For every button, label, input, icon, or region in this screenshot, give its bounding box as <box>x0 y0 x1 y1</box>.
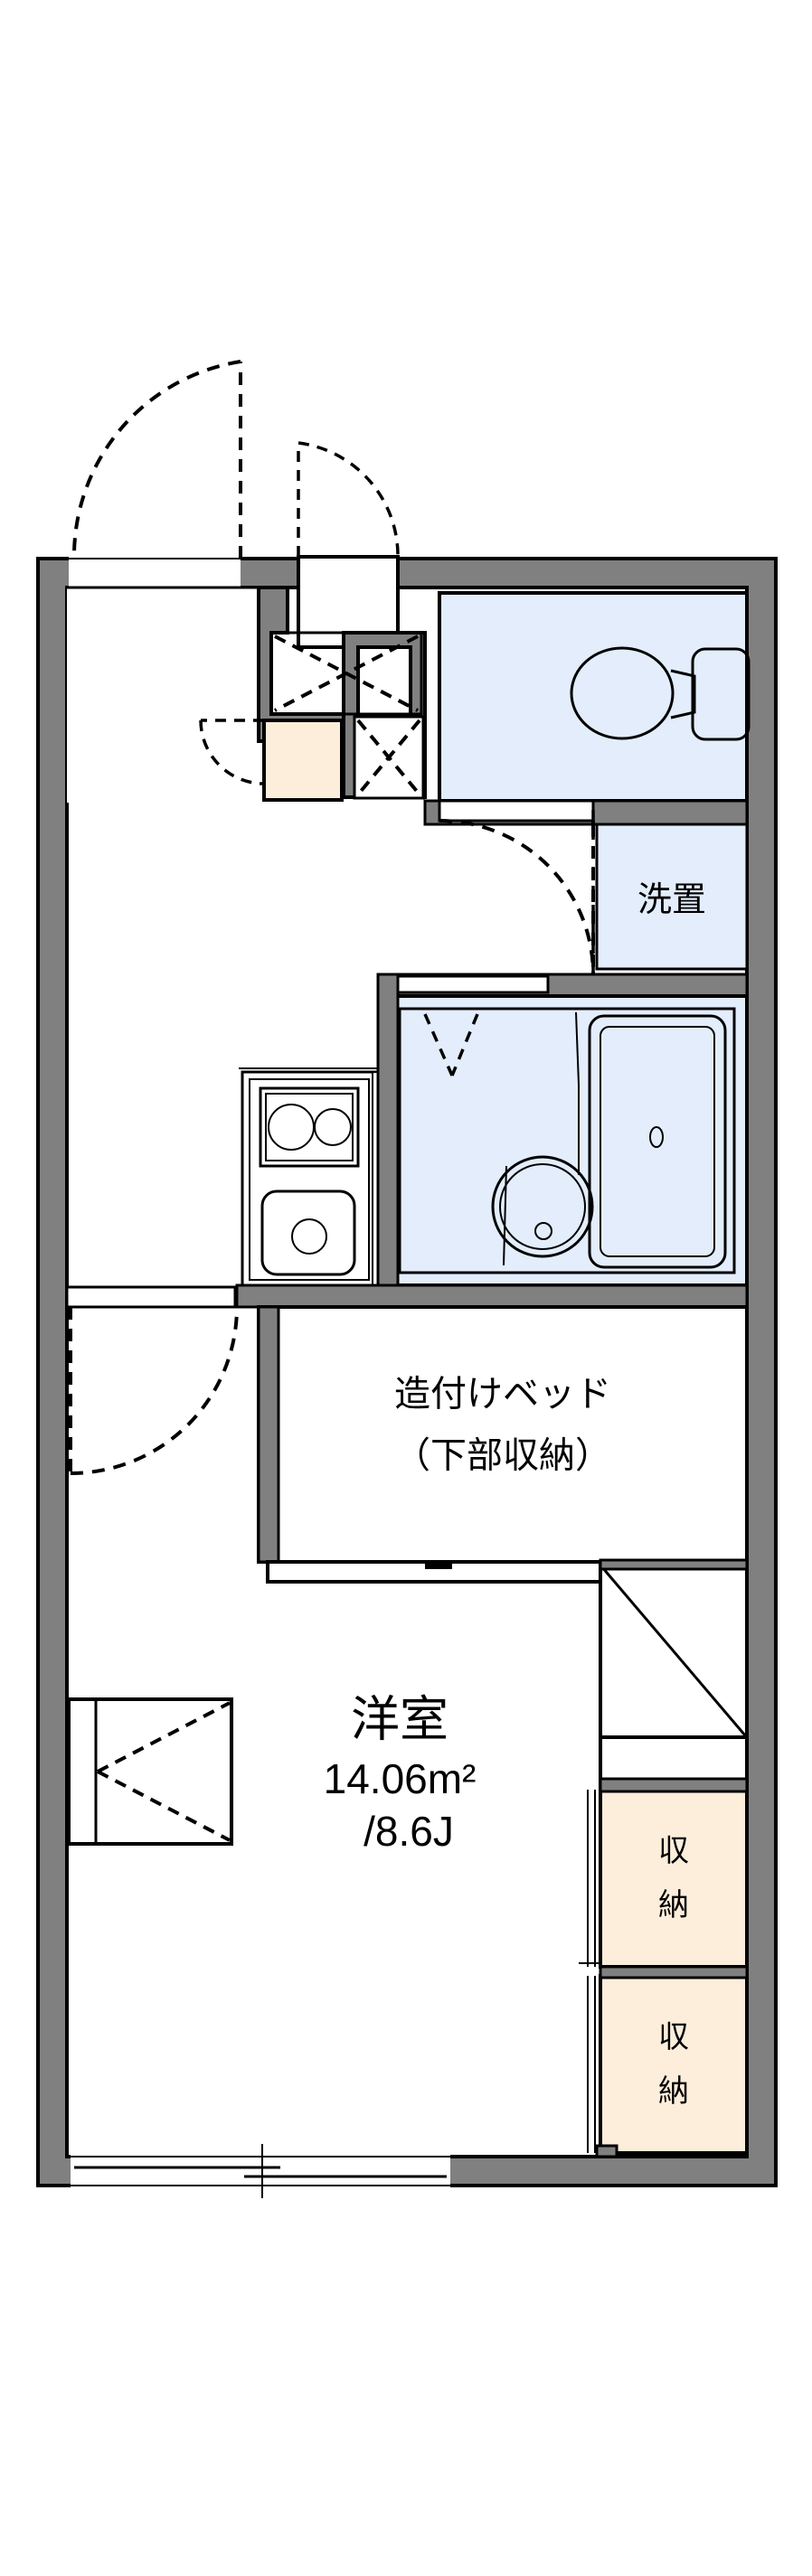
closet-lower-label-1: 収 <box>658 2020 689 2054</box>
stove-inner-icon <box>265 1093 354 1161</box>
entrance-door[interactable] <box>69 360 242 590</box>
toilet-door-opening <box>438 799 595 823</box>
unit-bath <box>385 994 749 1287</box>
genkan-hall <box>67 586 259 803</box>
toilet-tank-icon <box>691 647 751 741</box>
laundry-space: 洗置 <box>591 810 749 974</box>
bathtub-icon <box>588 1014 727 1269</box>
top-window-arc <box>297 441 400 558</box>
corridor-x-2b <box>356 719 421 796</box>
closet-lower-head <box>599 1965 749 1979</box>
left-window <box>67 1697 233 1846</box>
closet-upper[interactable]: 収 納 <box>579 1777 749 1969</box>
toilet-door-arc <box>439 819 595 975</box>
washbasin-icon <box>491 1155 594 1258</box>
bathtub-drain-icon <box>649 1126 664 1148</box>
stove-icon <box>259 1086 360 1168</box>
bath-inner-floor <box>398 1007 736 1274</box>
left-window-frame <box>67 1697 233 1846</box>
corridor-x-1b <box>274 635 419 712</box>
shoe-box-door[interactable] <box>199 719 265 785</box>
hall-floor <box>67 588 259 803</box>
bottom-window-opening <box>71 2153 450 2187</box>
toilet-floor <box>438 591 749 803</box>
toilet-room <box>438 591 751 803</box>
closet-upper-box <box>599 1788 749 1969</box>
bed-rail-marker <box>425 1560 452 1569</box>
bed-label-line2: （下部収納） <box>394 1436 611 1476</box>
exterior-wall-band <box>36 557 778 2187</box>
vanity-counter-edge <box>575 1011 580 1175</box>
bath-west-wall <box>376 973 400 1289</box>
niche-diagonal <box>600 1566 747 1736</box>
bath-south-wall <box>235 1283 749 1309</box>
main-room: 洋室 14.06m² /8.6J <box>324 1692 477 1855</box>
washbasin-inner-icon <box>499 1163 586 1250</box>
bath-bottom-wall <box>235 1283 749 1309</box>
corridor-upper-compartment <box>269 631 423 716</box>
vanity-side-edge <box>503 1165 507 1266</box>
left-window-fold-a <box>97 1701 231 1773</box>
bed-west-wall <box>257 1305 280 1564</box>
closet-upper-label-1: 収 <box>658 1834 689 1868</box>
laundry-label: 洗置 <box>637 881 706 919</box>
toilet-bowl-icon <box>570 646 675 740</box>
sink-drain-icon <box>291 1218 327 1255</box>
niche-top-wall <box>599 1558 749 1571</box>
built-in-bed: 造付けベッド （下部収納） <box>257 1305 749 1584</box>
entrance-door-arc <box>71 360 241 559</box>
main-room-area-tatami: /8.6J <box>364 1808 454 1855</box>
toilet-door[interactable] <box>439 819 595 975</box>
exterior-walls <box>36 557 778 2187</box>
bed-label-line1: 造付けベッド <box>394 1375 611 1415</box>
corridor-storage-marks <box>269 631 425 800</box>
bottom-window <box>71 2144 450 2198</box>
bath-left-wall <box>376 973 400 1289</box>
bath-door-opening <box>396 974 550 994</box>
left-window-fold-b <box>97 1770 231 1842</box>
kitchen-unit <box>239 1067 382 1289</box>
closet-upper-label-2: 納 <box>658 1888 689 1923</box>
closet-upper-head <box>599 1777 749 1793</box>
main-room-name: 洋室 <box>351 1692 448 1746</box>
kitchen-sink-icon <box>260 1189 356 1276</box>
room-door-arc <box>70 1306 239 1475</box>
genkan-step-box <box>262 719 344 802</box>
kitchen-counter-inner <box>249 1078 370 1281</box>
bath-top-wall <box>376 973 749 998</box>
washbasin-drain-icon <box>534 1222 552 1240</box>
genkan-step <box>262 719 344 802</box>
entrance-door-opening <box>69 557 241 589</box>
bathtub-inner-icon <box>600 1026 715 1257</box>
toilet-neck-icon <box>670 669 696 719</box>
stove-burner-small-icon <box>314 1108 352 1146</box>
closet-lower-box <box>599 1974 749 2155</box>
toilet-lower-wall <box>423 799 749 826</box>
closet-lower[interactable]: 収 納 <box>587 1965 749 2158</box>
bed-area-floor <box>257 1305 749 1564</box>
room-door[interactable] <box>65 1285 239 1475</box>
closet-lower-foot <box>595 2144 618 2158</box>
stove-burner-large-icon <box>268 1104 315 1151</box>
room-door-opening <box>65 1285 237 1309</box>
closet-lower-label-2: 納 <box>658 2074 689 2109</box>
main-room-area-metric: 14.06m² <box>324 1755 477 1802</box>
top-small-window <box>297 441 400 649</box>
